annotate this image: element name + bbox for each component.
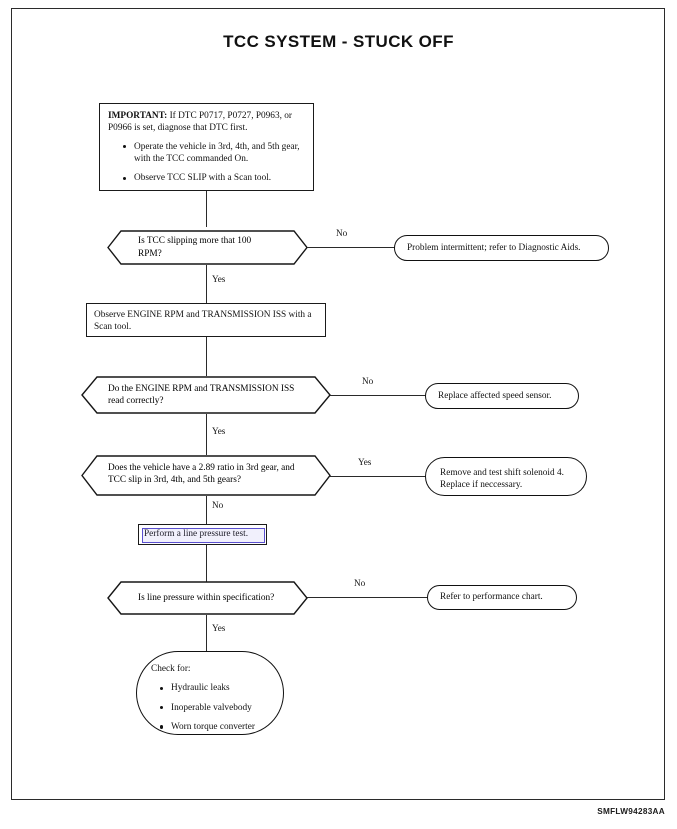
page-border: [11, 8, 665, 800]
important-lead: IMPORTANT:: [108, 111, 168, 121]
terminal-check-for-content: Check for: Hydraulic leaks Inoperable va…: [151, 661, 255, 733]
terminal-performance-chart-label: Refer to performance chart.: [440, 592, 543, 603]
connector-d3-yes: [330, 476, 426, 477]
branch-label-no-3: No: [212, 500, 224, 510]
branch-label-yes-1: Yes: [212, 274, 226, 284]
terminal-check-for: Check for: Hydraulic leaks Inoperable va…: [136, 651, 284, 735]
terminal-performance-chart: Refer to performance chart.: [427, 585, 577, 610]
branch-label-yes-2: Yes: [212, 426, 226, 436]
terminal-replace-speed-sensor-label: Replace affected speed sensor.: [438, 390, 552, 401]
important-note-text: IMPORTANT: If DTC P0717, P0727, P0963, o…: [108, 110, 305, 135]
decision-ratio-289: Does the vehicle have a 2.89 ratio in 3r…: [81, 455, 331, 496]
page-title: TCC SYSTEM - STUCK OFF: [223, 32, 454, 51]
check-for-bullet-list: Hydraulic leaks Inoperable valvebody Wor…: [151, 682, 255, 733]
figure-code: SMFLW94283AA: [597, 807, 665, 816]
decision-tcc-slip: Is TCC slipping more that 100 RPM?: [107, 230, 308, 265]
list-item: Observe TCC SLIP with a Scan tool.: [123, 172, 305, 184]
branch-label-yes-4: Yes: [212, 623, 226, 633]
connector-d3-no: [206, 496, 207, 524]
connector-note-to-d1: [206, 191, 207, 227]
connector-d1-no: [307, 247, 395, 248]
decision-line-pressure-spec: Is line pressure within specification?: [107, 581, 308, 615]
terminal-shift-solenoid-line2: Replace if neccessary.: [440, 480, 523, 491]
connector-p2-to-d4: [206, 545, 207, 582]
decision-ratio-289-label: Does the vehicle have a 2.89 ratio in 3r…: [108, 455, 310, 496]
connector-d4-no: [307, 597, 428, 598]
terminal-shift-solenoid-text: Remove and test shift solenoid 4. Replac…: [440, 467, 564, 492]
important-note-box: IMPORTANT: If DTC P0717, P0727, P0963, o…: [99, 103, 314, 192]
terminal-shift-solenoid: Remove and test shift solenoid 4. Replac…: [425, 457, 587, 496]
process-line-pressure-test: Perform a line pressure test.: [138, 524, 267, 545]
branch-label-no-2: No: [362, 376, 374, 386]
terminal-replace-speed-sensor: Replace affected speed sensor.: [425, 383, 579, 409]
list-item: Hydraulic leaks: [160, 682, 255, 694]
decision-rpm-iss-read: Do the ENGINE RPM and TRANSMISSION ISS r…: [81, 376, 331, 414]
branch-label-yes-3: Yes: [358, 457, 372, 467]
important-bullet-list: Operate the vehicle in 3rd, 4th, and 5th…: [108, 141, 305, 185]
terminal-check-for-heading: Check for:: [151, 664, 191, 674]
list-item: Worn torque converter: [160, 721, 255, 733]
important-body: If DTC P0717, P0727, P0963, or P0966 is …: [108, 111, 292, 134]
connector-d2-no: [330, 395, 426, 396]
connector-d1-yes: [206, 265, 207, 303]
terminal-problem-intermittent: Problem intermittent; refer to Diagnosti…: [394, 235, 609, 261]
process-observe-rpm-iss-label: Observe ENGINE RPM and TRANSMISSION ISS …: [94, 310, 312, 333]
connector-d4-yes: [206, 615, 207, 652]
process-line-pressure-test-label: Perform a line pressure test.: [144, 529, 249, 539]
decision-rpm-iss-read-label: Do the ENGINE RPM and TRANSMISSION ISS r…: [108, 383, 295, 406]
terminal-shift-solenoid-line1: Remove and test shift solenoid 4.: [440, 468, 564, 478]
decision-tcc-slip-label: Is TCC slipping more that 100 RPM?: [138, 236, 252, 259]
connector-p1-to-d2: [206, 337, 207, 376]
decision-line-pressure-spec-label: Is line pressure within specification?: [138, 592, 275, 603]
branch-label-no-1: No: [336, 228, 348, 238]
process-observe-rpm-iss: Observe ENGINE RPM and TRANSMISSION ISS …: [86, 303, 326, 337]
terminal-problem-intermittent-label: Problem intermittent; refer to Diagnosti…: [407, 242, 581, 253]
list-item: Operate the vehicle in 3rd, 4th, and 5th…: [123, 141, 305, 166]
connector-d2-yes: [206, 414, 207, 455]
decision-ratio-289-line1: Does the vehicle have a 2.89 ratio in 3r…: [108, 463, 295, 473]
decision-ratio-289-line2: TCC slip in 3rd, 4th, and 5th gears?: [108, 475, 241, 486]
list-item: Inoperable valvebody: [160, 702, 255, 714]
branch-label-no-4: No: [354, 578, 366, 588]
